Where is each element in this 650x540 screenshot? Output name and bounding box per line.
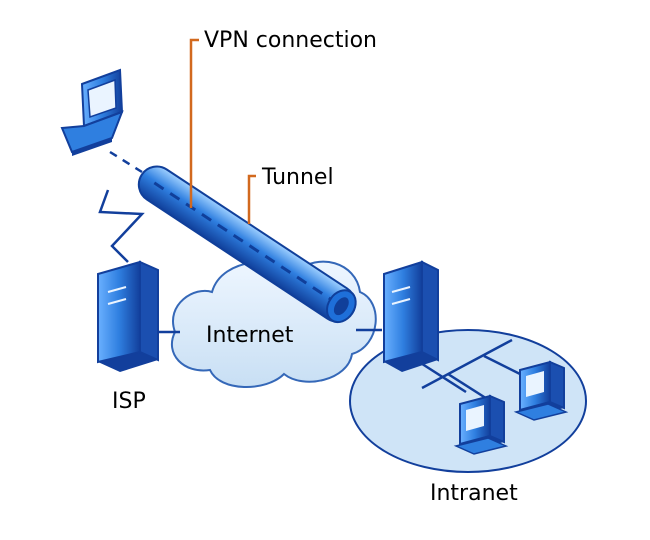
- callouts: [189, 38, 256, 224]
- computer-icon: [513, 360, 569, 421]
- gateway-server-icon: [383, 260, 439, 372]
- lan-backbone: [421, 338, 513, 390]
- dialup-zigzag-link: [98, 189, 145, 263]
- lan-line-1: [415, 358, 467, 394]
- vpn-connection-callout: [189, 38, 199, 208]
- tunnel-label: Tunnel: [261, 165, 334, 190]
- internet-label: Internet: [206, 323, 294, 348]
- intranet-label: Intranet: [430, 481, 518, 506]
- tunnel-callout: [247, 174, 256, 224]
- vpn-tunnel: [137, 165, 357, 324]
- computer-icon: [453, 394, 509, 455]
- isp-label: ISP: [112, 389, 146, 414]
- vpn-connection-label: VPN connection: [204, 28, 377, 53]
- laptop-icon: [60, 68, 124, 156]
- laptop-tunnel-dashed-link: [109, 150, 143, 174]
- isp-server-icon: [97, 260, 159, 372]
